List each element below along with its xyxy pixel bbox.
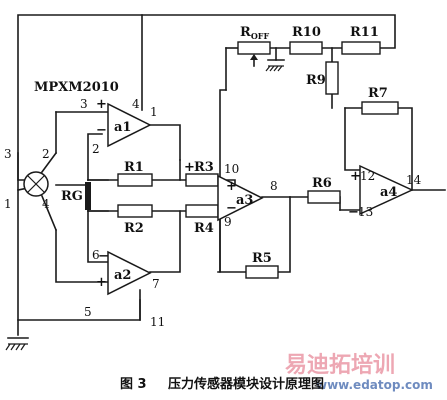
r3-resistor — [185, 173, 219, 187]
sign-label: + — [96, 97, 107, 112]
pin-label: 2 — [92, 142, 100, 156]
r11-resistor — [341, 41, 381, 55]
r4-label: R4 — [194, 221, 214, 236]
sensor-rg-label: RG — [61, 189, 83, 204]
r6-resistor — [307, 190, 341, 204]
sign-label: + — [184, 160, 195, 175]
pin-label: 6 — [92, 248, 100, 262]
sign-label: + — [226, 179, 237, 194]
watermark-brand: 易迪拓培训 — [285, 352, 395, 378]
amp-a2 — [107, 250, 152, 296]
r1-resistor — [117, 173, 153, 187]
pin-label: 1 — [150, 105, 158, 119]
r10-resistor — [289, 41, 323, 55]
amp-a3 — [217, 174, 264, 222]
pin-label: 1 — [4, 197, 12, 211]
pin-label: 11 — [150, 315, 165, 329]
ground-icon — [5, 343, 28, 351]
r4-resistor — [185, 204, 219, 218]
r-off-label: ROFF — [240, 25, 269, 41]
amp-a3-label: a3 — [236, 193, 253, 208]
r9-resistor — [325, 61, 339, 95]
pin-label: 5 — [84, 305, 92, 319]
pin-label: 3 — [80, 97, 88, 111]
pin-label: 10 — [224, 162, 239, 176]
wiring — [7, 14, 446, 339]
sign-label: − — [226, 201, 237, 216]
pin-label: 7 — [152, 277, 160, 291]
r10-label: R10 — [292, 25, 321, 40]
pin-label: 4 — [132, 97, 140, 111]
sign-label: + — [96, 275, 107, 290]
r1-label: R1 — [124, 160, 144, 175]
figure-number: 图 3 — [120, 377, 147, 392]
sign-label: − — [98, 249, 109, 264]
r9-label: R9 — [306, 73, 326, 88]
amp-a1-label: a1 — [114, 120, 131, 135]
pin-label: 8 — [270, 179, 278, 193]
pin-label: 3 — [4, 147, 12, 161]
pin-label: 12 — [360, 169, 375, 183]
r7-resistor — [361, 101, 399, 115]
pin-label: 9 — [224, 215, 232, 229]
sign-label: − — [96, 123, 107, 138]
rg-resistor — [85, 182, 91, 210]
amp-a1 — [107, 102, 152, 148]
pressure-sensor-bridge — [23, 171, 49, 197]
r5-resistor — [245, 265, 279, 279]
sign-label: − — [348, 205, 359, 220]
watermark-url: www.edatop.com — [316, 378, 433, 392]
pin-label: 2 — [42, 147, 50, 161]
pin-label: 14 — [406, 173, 422, 187]
r6-label: R6 — [312, 176, 332, 191]
chip-label: MPXM2010 — [34, 80, 119, 95]
r5-label: R5 — [252, 251, 272, 266]
r-off-resistor — [237, 41, 271, 55]
sign-label: + — [350, 169, 361, 184]
r11-label: R11 — [350, 25, 379, 40]
r3-label: R3 — [194, 160, 214, 175]
amp-a4 — [359, 164, 414, 216]
amp-a4-label: a4 — [380, 185, 397, 200]
pin-label: 4 — [42, 197, 50, 211]
pin-label: 13 — [358, 205, 373, 219]
amp-a2-label: a2 — [114, 268, 131, 283]
r2-resistor — [117, 204, 153, 218]
ground-icon — [265, 65, 284, 72]
r7-label: R7 — [368, 86, 388, 101]
resistor-bodies — [117, 41, 399, 279]
figure-title: 压力传感器模块设计原理图 — [168, 376, 324, 392]
r2-label: R2 — [124, 221, 144, 236]
